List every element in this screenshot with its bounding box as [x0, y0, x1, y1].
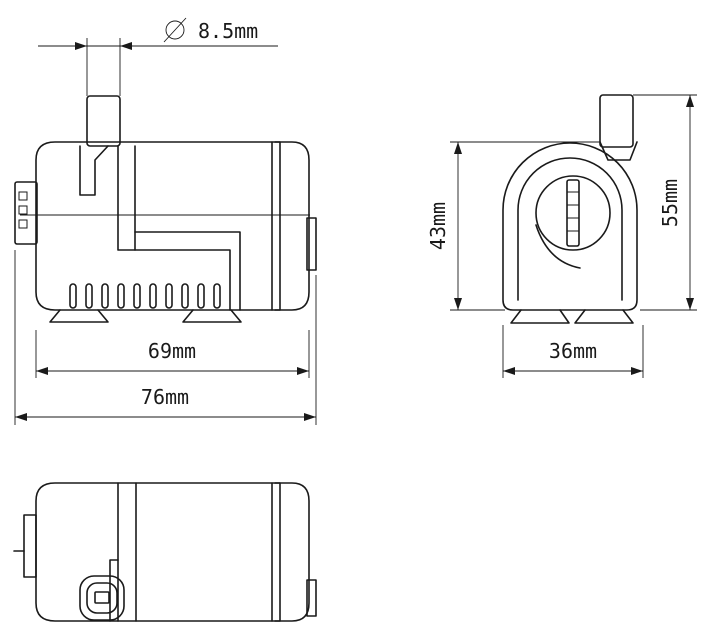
- nozzle-diameter-label: 8.5mm: [198, 19, 258, 43]
- body-length-label: 69mm: [148, 339, 196, 363]
- pump-body: [35, 141, 281, 311]
- total-height-dimension: 55mm: [633, 94, 697, 311]
- nozzle-base: [599, 141, 638, 161]
- housing-detail: [117, 145, 136, 251]
- power-inlet: [23, 514, 37, 578]
- front-view: [14, 95, 317, 323]
- outlet-nozzle: [86, 95, 121, 147]
- pump-body: [35, 482, 281, 622]
- housing-step: [134, 249, 231, 311]
- inlet-slot: [18, 219, 28, 229]
- pump-housing: [502, 142, 638, 311]
- housing-inner-arch: [517, 157, 623, 301]
- top-view: [13, 482, 317, 622]
- body-height-dimension: 43mm: [426, 141, 600, 311]
- housing-step: [134, 231, 241, 311]
- right-stub: [306, 579, 317, 617]
- side-view: [502, 94, 638, 324]
- suction-foot: [574, 309, 634, 324]
- power-inlet: [14, 181, 38, 245]
- width-dimension: 36mm: [502, 325, 644, 378]
- outlet-nozzle: [599, 94, 634, 148]
- inlet-slot: [18, 205, 28, 215]
- nozzle-diameter-dimension: 8.5mm: [38, 17, 278, 96]
- suction-foot: [510, 309, 570, 324]
- impeller-cover: [535, 175, 611, 251]
- body-length-dimension: 69mm: [35, 330, 310, 378]
- intake-slot: [566, 179, 580, 247]
- suction-foot: [49, 309, 109, 323]
- total-length-label: 76mm: [141, 385, 189, 409]
- intake-grille: [69, 283, 221, 309]
- suction-foot: [182, 309, 242, 323]
- total-length-dimension: 76mm: [14, 250, 317, 425]
- inlet-slot: [18, 191, 28, 201]
- housing-detail: [79, 145, 109, 196]
- end-cap: [274, 482, 310, 622]
- outlet-nozzle-top: [79, 575, 125, 621]
- body-height-label: 43mm: [426, 202, 450, 250]
- total-height-label: 55mm: [658, 179, 682, 227]
- end-cap: [274, 141, 310, 311]
- flow-swoosh: [535, 224, 581, 269]
- right-stub: [306, 217, 317, 271]
- width-label: 36mm: [549, 339, 597, 363]
